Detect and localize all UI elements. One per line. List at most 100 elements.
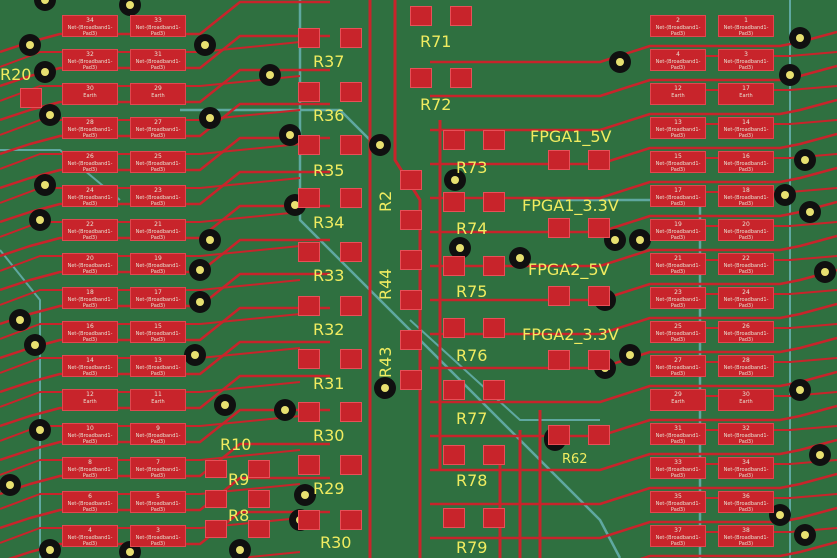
trace-copper <box>0 415 301 442</box>
resistor-pad <box>483 380 505 400</box>
resistor-pad <box>205 490 227 508</box>
ref-r73: R73 <box>456 158 488 177</box>
pad-number: 17 <box>742 85 750 92</box>
pad-net: Net-(Broadband1-Pad3) <box>135 365 181 377</box>
pad-number: 3 <box>744 51 748 58</box>
pad-net: Net-(Broadband1-Pad3) <box>655 331 701 343</box>
pad-net: Net-(Broadband1-Pad3) <box>135 297 181 309</box>
pad-number: 5 <box>156 493 160 500</box>
resistor-pad <box>340 510 362 530</box>
trace-copper <box>680 221 837 227</box>
resistor-pad <box>340 28 362 48</box>
pad-net: Net-(Broadband1-Pad3) <box>135 161 181 173</box>
pad-number: 27 <box>154 119 162 126</box>
pad-net: Net-(Broadband1-Pad3) <box>67 433 113 445</box>
resistor-pad <box>588 350 610 370</box>
resistor-pad <box>340 455 362 475</box>
resistor-pad <box>410 68 432 88</box>
pad-net: Net-(Broadband1-Pad3) <box>723 161 769 173</box>
pad-net: Net-(Broadband1-Pad3) <box>67 229 113 241</box>
pad-net: Net-(Broadband1-Pad3) <box>67 467 113 479</box>
via <box>24 334 46 356</box>
pad-number: 28 <box>742 357 750 364</box>
trace-copper <box>680 527 837 533</box>
pad-number: 24 <box>742 289 750 296</box>
trace-copper <box>0 483 301 510</box>
resistor-pad <box>298 135 320 155</box>
trace-copper <box>680 153 837 159</box>
pad-net: Net-(Broadband1-Pad3) <box>67 535 113 547</box>
pad-number: 33 <box>154 17 162 24</box>
resistor-pad <box>548 218 570 238</box>
ref-r72: R72 <box>420 95 452 114</box>
ref-r20: R20 <box>0 65 32 84</box>
resistor-pad <box>443 256 465 276</box>
resistor-pad <box>298 242 320 262</box>
pad-net: Net-(Broadband1-Pad3) <box>67 59 113 71</box>
resistor-pad <box>548 286 570 306</box>
trace-copper <box>680 85 837 91</box>
resistor-pad <box>588 286 610 306</box>
resistor-pad <box>340 402 362 422</box>
via <box>9 309 31 331</box>
resistor-pad <box>20 88 42 108</box>
trace-copper <box>430 268 837 302</box>
pad-number: 26 <box>86 153 94 160</box>
ref-r78: R78 <box>456 471 488 490</box>
trace-copper <box>680 391 837 397</box>
resistor-pad <box>298 28 320 48</box>
pad-net: Net-(Broadband1-Pad3) <box>655 195 701 207</box>
pad-net: Net-(Broadband1-Pad3) <box>723 365 769 377</box>
pad-net: Net-(Broadband1-Pad3) <box>67 161 113 173</box>
trace-copper <box>430 98 837 132</box>
trace-copper <box>430 336 837 370</box>
pad-number: 30 <box>742 391 750 398</box>
trace-copper <box>0 381 301 408</box>
via <box>799 201 821 223</box>
via <box>609 51 631 73</box>
trace-copper <box>680 323 837 329</box>
resistor-pad <box>443 192 465 212</box>
label-fpga2-5v: FPGA2_5V <box>528 260 610 279</box>
pad-net: Net-(Broadband1-Pad3) <box>723 433 769 445</box>
pad-number: 16 <box>86 323 94 330</box>
trace-copper <box>430 404 837 438</box>
trace-copper <box>430 64 837 98</box>
resistor-pad <box>340 135 362 155</box>
label-fpga1-5v: FPGA1_5V <box>530 127 612 146</box>
via <box>194 34 216 56</box>
via <box>34 61 56 83</box>
trace-copper <box>430 302 837 336</box>
pad-net: Net-(Broadband1-Pad3) <box>723 229 769 241</box>
via <box>779 64 801 86</box>
via <box>814 261 836 283</box>
pad-net: Net-(Broadband1-Pad3) <box>135 467 181 479</box>
ref-r79: R79 <box>456 538 488 557</box>
ref-r10: R10 <box>220 435 252 454</box>
via <box>794 149 816 171</box>
trace-copper <box>0 449 301 476</box>
resistor-pad <box>298 510 320 530</box>
resistor-pad <box>205 460 227 478</box>
via <box>29 419 51 441</box>
trace-copper <box>430 166 837 200</box>
via <box>619 344 641 366</box>
pad-number: 12 <box>86 391 94 398</box>
resistor-pad <box>248 460 270 478</box>
resistor-pad <box>483 192 505 212</box>
